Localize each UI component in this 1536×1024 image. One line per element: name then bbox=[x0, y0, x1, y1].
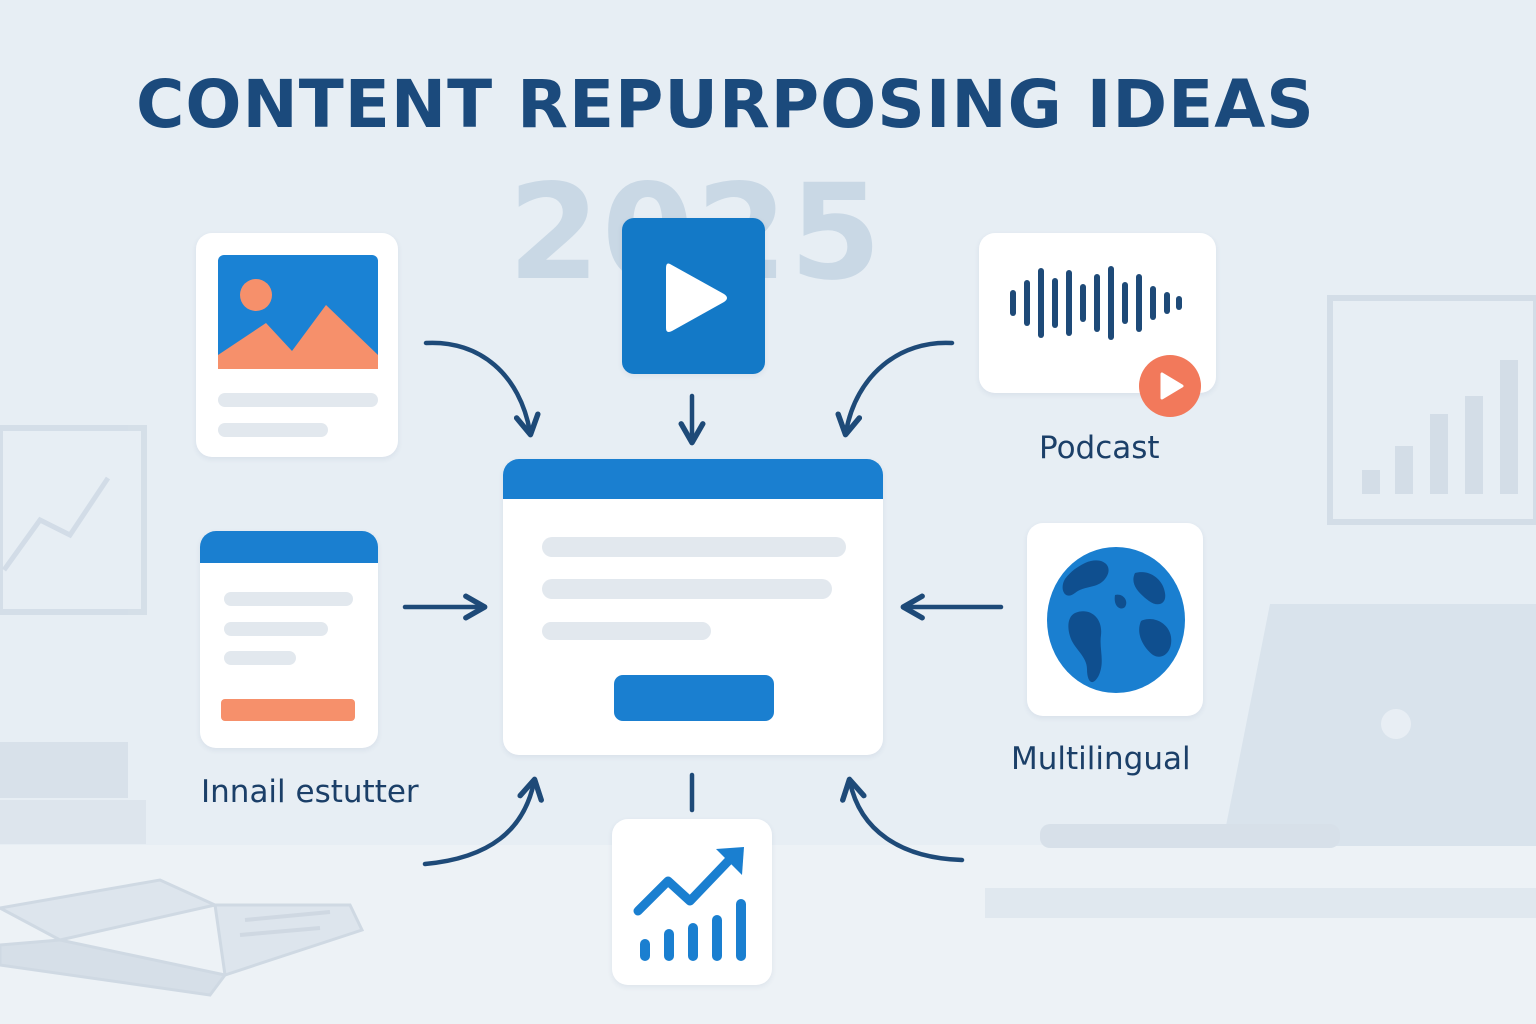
arrow-podcast bbox=[835, 340, 955, 438]
arrow-bottom-right bbox=[840, 776, 965, 863]
hub-cta-button bbox=[614, 675, 774, 721]
cta-bar bbox=[221, 699, 355, 721]
arrow-bottom-left bbox=[422, 776, 544, 867]
globe-icon bbox=[1047, 547, 1185, 693]
text-line bbox=[224, 592, 353, 606]
text-line bbox=[542, 622, 711, 640]
text-line bbox=[542, 537, 846, 557]
text-line bbox=[542, 579, 832, 599]
soundwave-icon bbox=[1010, 266, 1182, 340]
play-badge-icon bbox=[1139, 355, 1201, 417]
open-book bbox=[0, 878, 365, 997]
play-icon bbox=[666, 263, 727, 332]
hub-header-bar bbox=[503, 459, 883, 499]
newsletter-label: Innail estutter bbox=[201, 774, 419, 810]
multilingual-label: Multilingual bbox=[1011, 741, 1191, 777]
text-line bbox=[224, 651, 296, 665]
podcast-label: Podcast bbox=[1039, 430, 1160, 466]
arrow-blog bbox=[423, 340, 541, 438]
central-content-card bbox=[503, 459, 883, 755]
text-line bbox=[218, 393, 378, 407]
multilingual-card bbox=[1027, 523, 1203, 716]
video-tile bbox=[622, 218, 765, 374]
page-title: CONTENT REPURPOSING IDEAS bbox=[136, 66, 1315, 143]
text-line bbox=[218, 423, 328, 437]
analytics-card bbox=[612, 819, 772, 985]
blog-article-card bbox=[196, 233, 398, 457]
email-newsletter-icon bbox=[200, 531, 378, 563]
laptop bbox=[1040, 604, 1536, 848]
newsletter-card bbox=[200, 531, 378, 748]
wall-chart-frame bbox=[0, 425, 147, 615]
text-line bbox=[224, 622, 328, 636]
growth-chart-icon bbox=[633, 847, 746, 961]
image-article-icon bbox=[218, 255, 378, 369]
wall-barchart-frame bbox=[1327, 295, 1536, 525]
